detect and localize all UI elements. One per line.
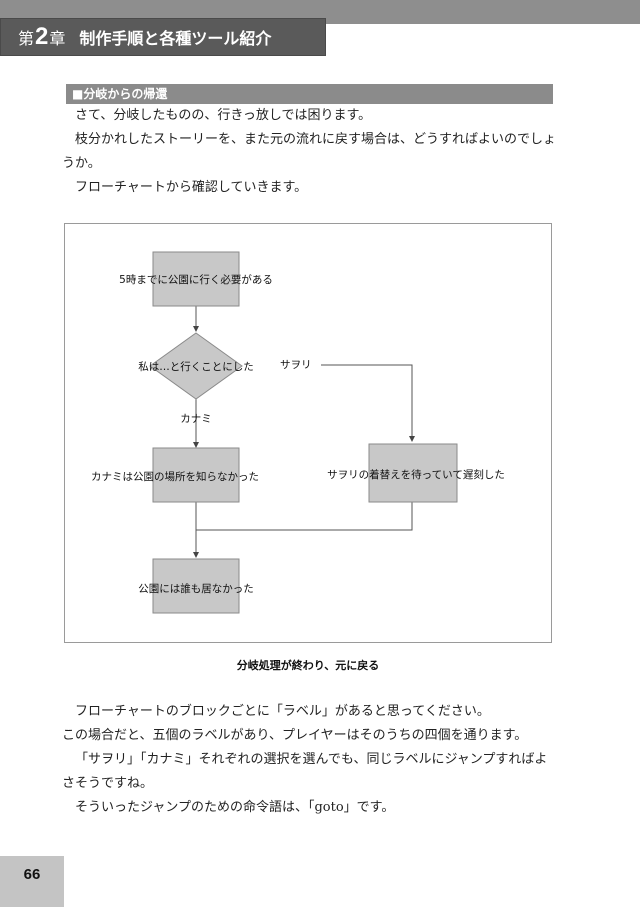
branch-label-bg (277, 357, 321, 371)
chapter-number: 2 (35, 23, 49, 50)
outro-paragraph-3: 「サヲリ」「カナミ」それぞれの選択を選んでも、同じラベルにジャンプすればよさそう… (62, 752, 548, 791)
outro-text: フローチャートのブロックごとに「ラベル」があると思ってください。 この場合だと、… (62, 700, 558, 820)
chapter-header (0, 18, 326, 56)
chapter-heading: 第2章制作手順と各種ツール紹介 (18, 18, 271, 56)
flow-branch-down: カナミ (180, 413, 212, 425)
intro-paragraph-2: 枝分かれしたストーリーを、また元の流れに戻す場合は、どうすればよいのでしょうか。 (62, 132, 557, 171)
page-number: 66 (23, 866, 41, 883)
flow-branch-right: サヲリ (280, 359, 312, 371)
page-number-box (0, 856, 64, 907)
section-heading: ■分岐からの帰還 (66, 84, 553, 104)
flow-decision (149, 332, 243, 400)
chapter-suffix: 章 (49, 29, 66, 48)
intro-paragraph-3: フローチャートから確認していきます。 (75, 180, 308, 195)
intro-paragraph-1: さて、分岐したものの、行きっ放しでは困ります。 (75, 108, 372, 123)
flow-label-end: 公園には誰も居なかった (138, 582, 254, 595)
header-white-strip (326, 24, 640, 54)
flow-box-kanami (152, 447, 240, 503)
connector-saori-merge (196, 502, 413, 531)
figure-caption: 分岐処理が終わり、元に戻る (236, 659, 380, 672)
flow-label-kanami: カナミは公園の場所を知らなかった (91, 470, 259, 483)
connector-decision-saori (320, 364, 415, 442)
flow-box-start (152, 251, 240, 307)
flow-label-decision: 私は…と行くことにした (138, 360, 254, 373)
figure-frame (64, 223, 552, 643)
flow-label-start: 5時までに公園に行く必要がある (119, 273, 273, 286)
flowchart: 5時までに公園に行く必要がある 私は…と行くことにした サヲリ カナミ カナミは… (91, 251, 505, 614)
chapter-prefix: 第 (18, 29, 35, 48)
outro-paragraph-1: フローチャートのブロックごとに「ラベル」があると思ってください。 (75, 704, 490, 719)
flow-label-saori: サヲリの着替えを待っていて遅刻した (327, 468, 505, 481)
flow-box-end (152, 558, 240, 614)
outro-paragraph-2: この場合だと、五個のラベルがあり、プレイヤーはそのうちの四個を通ります。 (62, 728, 528, 743)
flow-box-saori (368, 443, 458, 503)
outro-paragraph-4: そういったジャンプのための命令語は、「goto」です。 (75, 800, 395, 815)
chapter-title: 制作手順と各種ツール紹介 (79, 29, 272, 48)
intro-text: さて、分岐したものの、行きっ放しでは困ります。 枝分かれしたストーリーを、また元… (62, 104, 558, 200)
